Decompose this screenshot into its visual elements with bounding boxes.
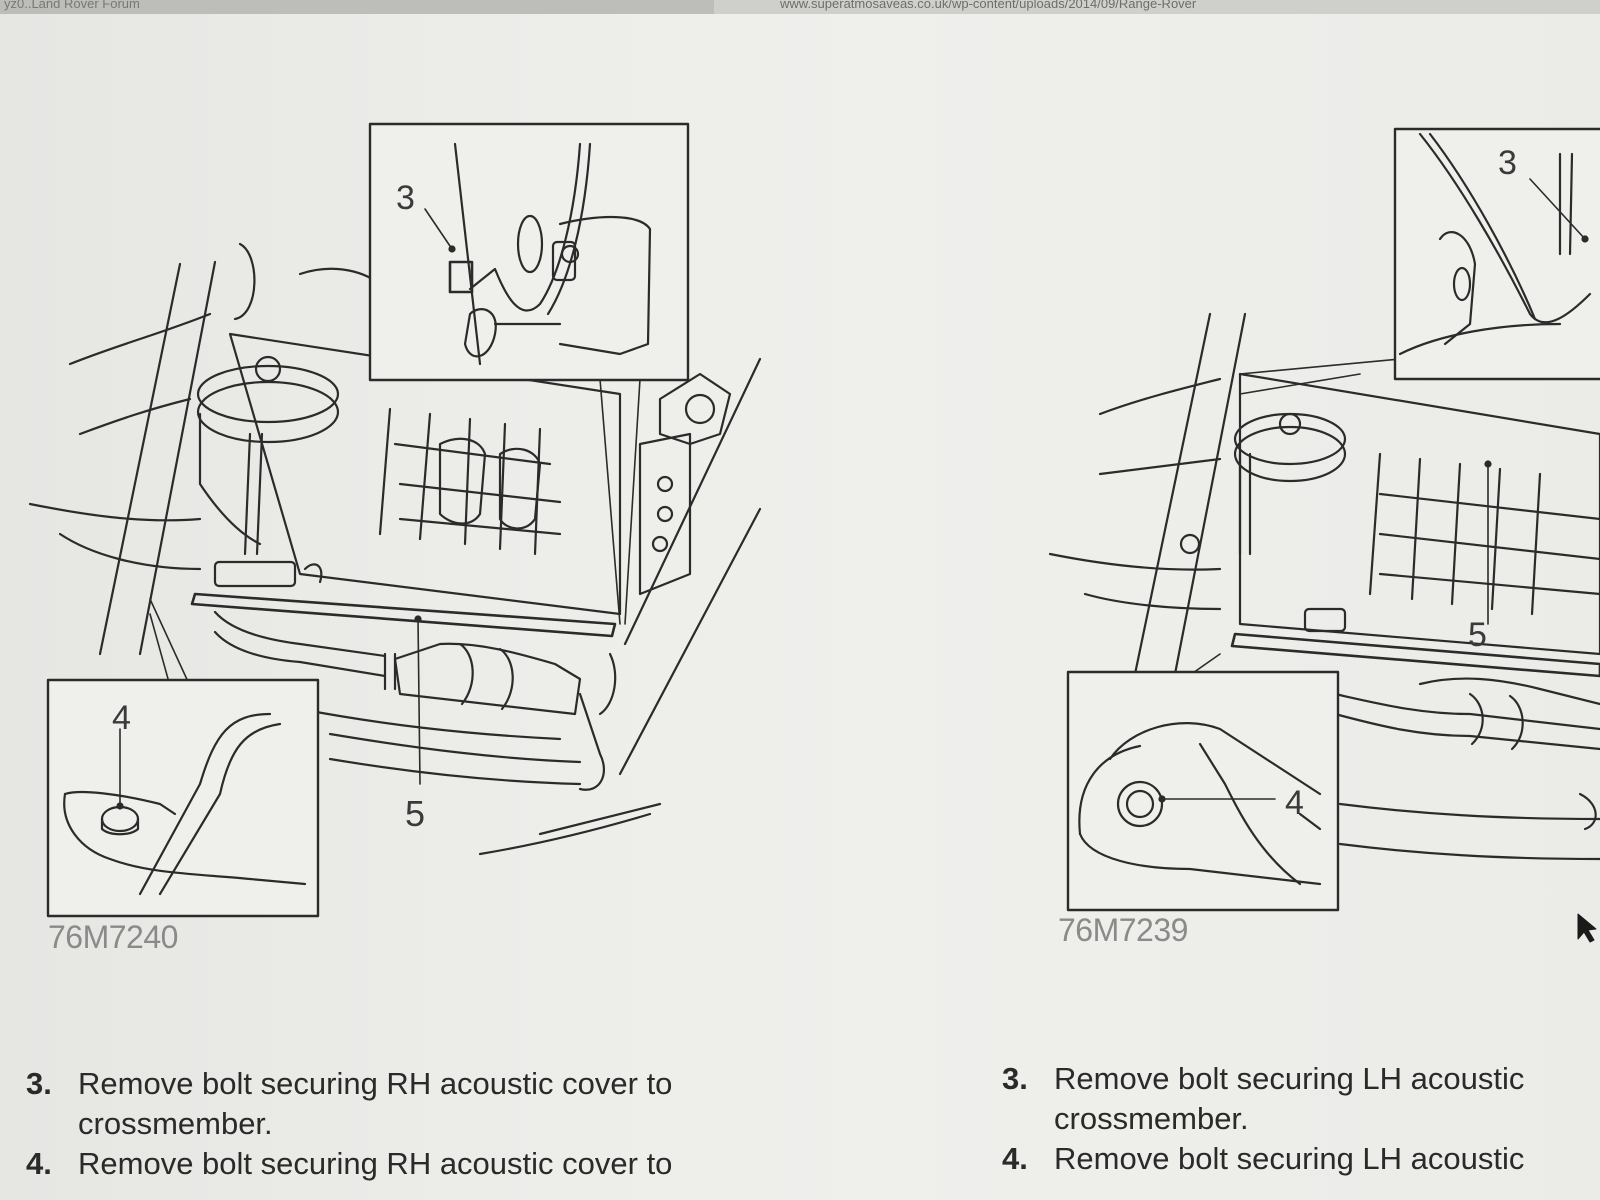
document-page: 3 4 5 bbox=[0, 14, 1600, 1200]
exploded-diagrams: 3 4 5 bbox=[28, 122, 1600, 943]
figure-left-drawing: 3 4 5 bbox=[28, 122, 762, 918]
callout-3-right: 3 bbox=[1498, 144, 1517, 182]
instruction-step: 3. Remove bolt securing RH acoustic cove… bbox=[26, 1064, 806, 1144]
callout-5-left: 5 bbox=[405, 793, 425, 834]
figure-code-right: 76M7239 bbox=[1058, 912, 1188, 948]
instruction-step: 3. Remove bolt securing LH acoustic cros… bbox=[1002, 1059, 1597, 1139]
figure-code-left: 76M7240 bbox=[48, 919, 178, 955]
address-bar-url[interactable]: www.superatmosaveas.co.uk/wp-content/upl… bbox=[780, 0, 1197, 11]
instruction-step: 4. Remove bolt securing RH acoustic cove… bbox=[26, 1144, 806, 1184]
figure-right-drawing: 3 4 5 bbox=[1048, 127, 1600, 943]
callout-5-right: 5 bbox=[1468, 616, 1487, 654]
step-number: 3. bbox=[26, 1066, 52, 1101]
callout-4-right: 4 bbox=[1285, 784, 1304, 822]
step-text: Remove bolt securing RH acoustic cover t… bbox=[78, 1146, 673, 1181]
mouse-cursor-icon bbox=[1577, 913, 1597, 943]
step-text: Remove bolt securing LH acoustic crossme… bbox=[1054, 1061, 1525, 1136]
step-number: 3. bbox=[1002, 1061, 1028, 1096]
step-text: Remove bolt securing RH acoustic cover t… bbox=[78, 1066, 673, 1141]
callout-3-left: 3 bbox=[396, 179, 415, 217]
instruction-list-rh: 3. Remove bolt securing RH acoustic cove… bbox=[26, 1064, 806, 1184]
step-number: 4. bbox=[1002, 1141, 1028, 1176]
step-number: 4. bbox=[26, 1146, 52, 1181]
instruction-step: 4. Remove bolt securing LH acoustic bbox=[1002, 1139, 1597, 1179]
browser-tab[interactable]: yz0..Land Rover Forum bbox=[0, 0, 714, 14]
callout-4-left: 4 bbox=[112, 699, 131, 737]
instruction-list-lh: 3. Remove bolt securing LH acoustic cros… bbox=[1002, 1059, 1597, 1179]
step-text: Remove bolt securing LH acoustic bbox=[1054, 1141, 1525, 1176]
browser-tab-bar: yz0..Land Rover Forum www.superatmosavea… bbox=[0, 0, 1600, 14]
